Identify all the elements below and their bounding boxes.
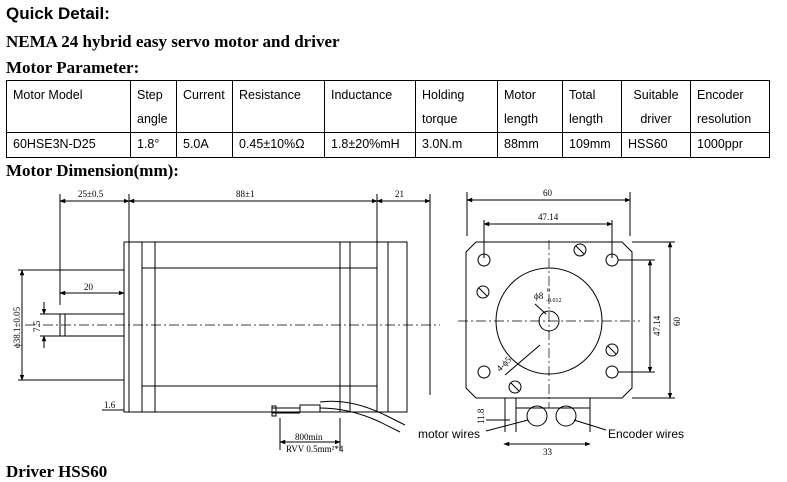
dim-shaft-dia: 7.5: [32, 320, 42, 332]
motor-wires-label: motor wires: [418, 427, 480, 441]
dim-front-width: 60: [543, 188, 553, 198]
dim-connector-height: 11.8: [476, 408, 486, 424]
dim-hole-pitch-vertical: 47.14: [652, 315, 662, 336]
dim-encoder: 21: [395, 189, 404, 199]
driver-heading-partial: Driver HSS60: [6, 462, 108, 481]
side-view-dims: 25±0.5 88±1 21 20 ϕ38.1±0.05 7.5 1.6 800…: [12, 189, 404, 454]
table-row: 60HSE3N-D25 1.8° 5.0A 0.45±10%Ω 1.8±20%m…: [6, 132, 770, 158]
table-cell-motor-length: 88mm: [497, 132, 563, 158]
encoder-wires-label: Encoder wires: [608, 427, 684, 441]
table-cell-model: 60HSE3N-D25: [6, 132, 131, 158]
dim-cable-length: 800min: [295, 432, 323, 442]
front-view: [458, 192, 675, 447]
dim-pilot: ϕ38.1±0.05: [12, 306, 22, 348]
product-title: NEMA 24 hybrid easy servo motor and driv…: [6, 32, 340, 51]
table-cell-driver: HSS60: [621, 132, 691, 158]
table-cell-encoder: 1000ppr: [690, 132, 770, 158]
table-cell-holding-torque: 3.0N.m: [415, 132, 498, 158]
table-cell-current: 5.0A: [176, 132, 233, 158]
motor-dimension-heading: Motor Dimension(mm):: [6, 161, 179, 180]
table-cell-total-length: 109mm: [562, 132, 622, 158]
dim-shaft-diameter: ϕ8: [534, 291, 544, 301]
side-view: [18, 194, 440, 450]
header-cell: Current: [176, 80, 233, 133]
table-cell-step-angle: 1.8°: [130, 132, 177, 158]
quick-detail-heading: Quick Detail:: [6, 4, 110, 23]
motor-parameter-heading: Motor Parameter:: [6, 58, 140, 77]
dim-body: 88±1: [236, 189, 254, 199]
header-cell: Resistance: [232, 80, 325, 133]
dim-connector-width: 33: [543, 447, 553, 457]
cable-spec: RVV 0.5mm²*4: [286, 444, 344, 454]
front-view-dims: 60 47.14 60 47.14 ϕ8 0 -0.012 4-ϕ5 11.8 …: [418, 188, 684, 457]
dim-shaft-tol-upper: 0: [547, 288, 550, 294]
dim-shaft-length: 20: [84, 282, 94, 292]
dim-hole-pitch: 47.14: [538, 212, 559, 222]
header-cell: Inductance: [324, 80, 416, 133]
dim-flange-thickness: 1.6: [104, 400, 116, 410]
table-cell-resistance: 0.45±10%Ω: [232, 132, 325, 158]
table-cell-inductance: 1.8±20%mH: [324, 132, 416, 158]
dim-front-height: 60: [672, 317, 682, 327]
header-cell: Motor Model: [6, 80, 131, 133]
motor-dimension-drawing: 25±0.5 88±1 21 20 ϕ38.1±0.05 7.5 1.6 800…: [12, 188, 684, 457]
dim-shaft-tol-lower: -0.012: [546, 298, 562, 304]
dim-flange: 25±0.5: [78, 189, 104, 199]
